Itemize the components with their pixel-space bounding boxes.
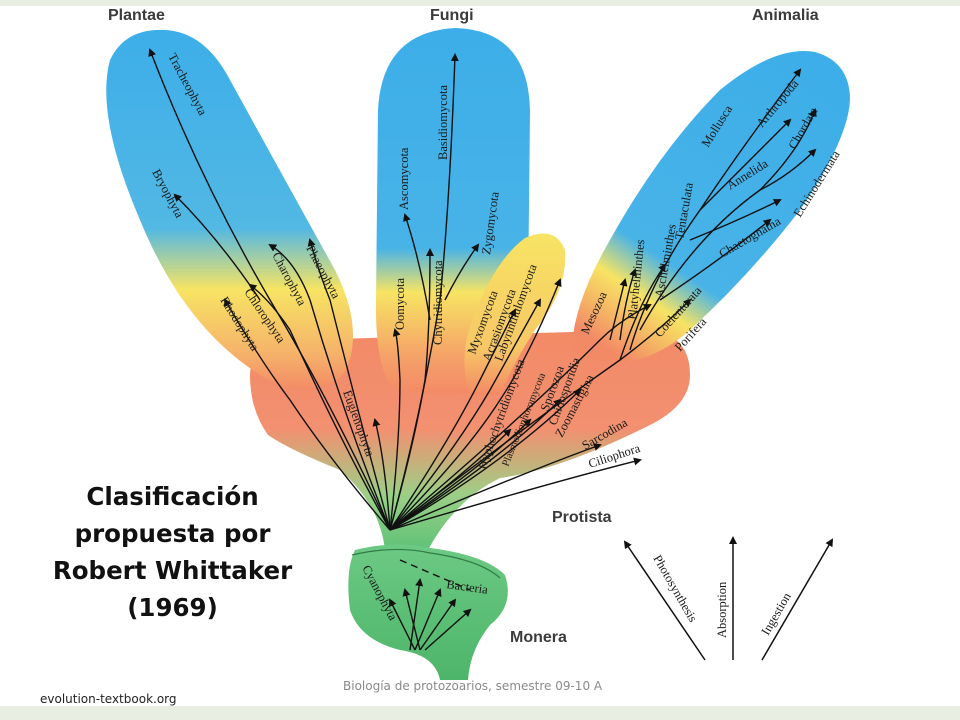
- kingdom-label-fungi: Fungi: [430, 7, 474, 24]
- slide-footer: Biología de protozoarios, semestre 09-10…: [343, 679, 603, 693]
- taxon-chytridiomycota: Chytridiomycota: [431, 260, 445, 345]
- kingdom-label-monera: Monera: [510, 629, 567, 646]
- image-credit: evolution-textbook.org: [40, 692, 177, 706]
- caption-line-4: (1969): [127, 593, 218, 622]
- phylogeny-branches: [148, 48, 817, 651]
- top-band: [0, 0, 960, 6]
- nutrition-legend: [623, 536, 834, 661]
- caption-line-1: Clasificación: [86, 482, 259, 511]
- taxon-oomycota: Oomycota: [393, 277, 407, 330]
- kingdom-label-animalia: Animalia: [752, 7, 819, 24]
- taxon-bacteria: Bacteria: [446, 577, 490, 597]
- monera-region: [348, 544, 508, 680]
- kingdom-label-protista: Protista: [552, 509, 612, 526]
- legend-absorption: Absorption: [715, 581, 729, 638]
- taxon-ascomycota: Ascomycota: [397, 147, 411, 210]
- plantae-lobe: [106, 29, 353, 391]
- legend-photosynthesis: Photosynthesis: [650, 553, 700, 625]
- bottom-band: [0, 706, 960, 720]
- kingdom-label-plantae: Plantae: [108, 7, 165, 24]
- slide-caption: Clasificación propuesta por Robert Whitt…: [20, 478, 325, 626]
- protista-region: [250, 330, 690, 550]
- taxon-basidiomycota: Basidiomycota: [436, 85, 450, 160]
- caption-line-3: Robert Whittaker: [52, 556, 293, 585]
- caption-line-2: propuesta por: [74, 519, 271, 548]
